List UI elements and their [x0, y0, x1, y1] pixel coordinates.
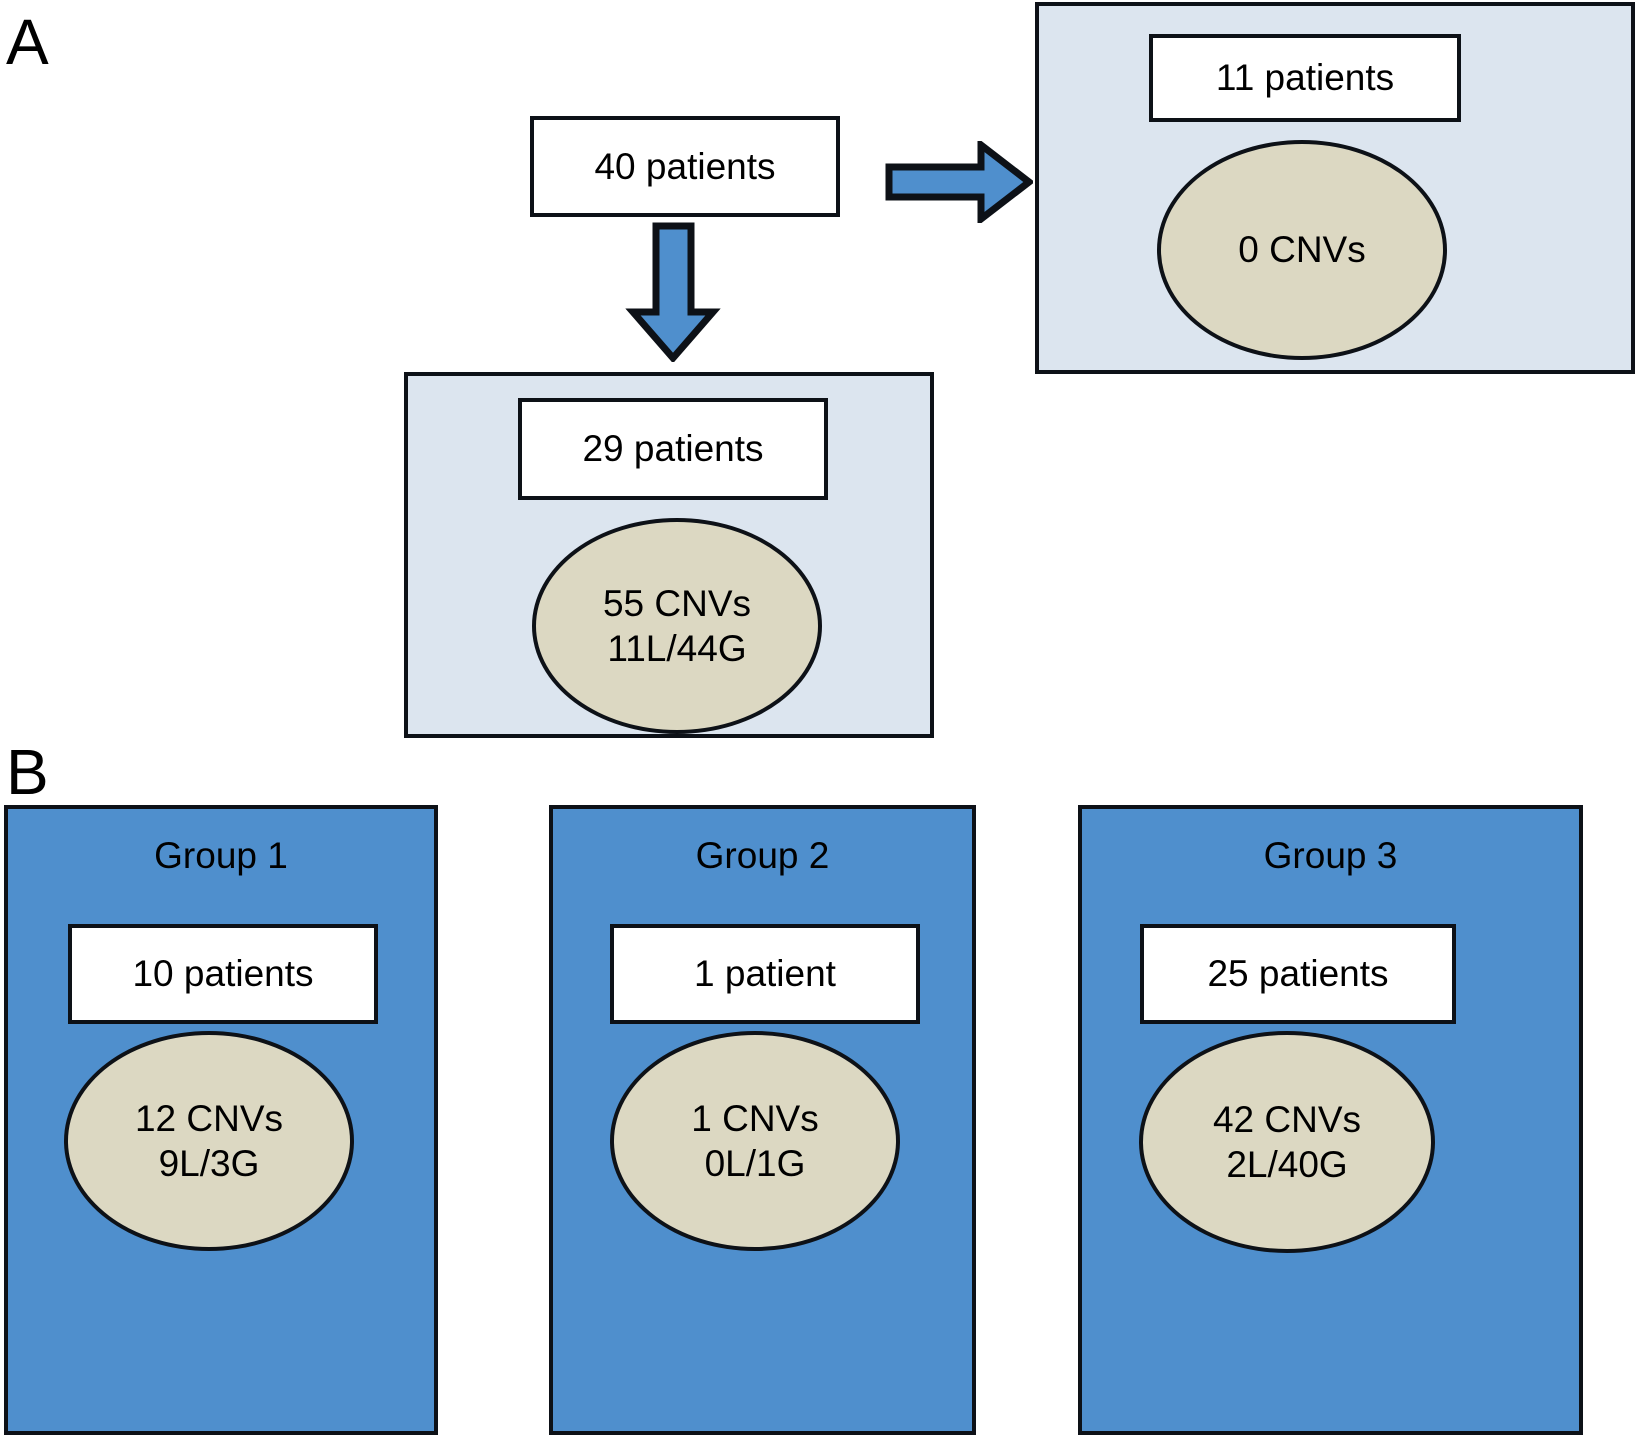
branch-cnv-ellipse-no-cnv: 0 CNVs	[1157, 140, 1447, 360]
source-patients-label: 40 patients	[594, 145, 776, 187]
branch-cnv-ellipse-cnv: 55 CNVs 11L/44G	[532, 518, 822, 734]
group-cnv-ellipse-2: 1 CNVs 0L/1G	[610, 1031, 900, 1251]
group-patients-label-1: 10 patients	[132, 953, 314, 994]
group-title-2: Group 2	[695, 835, 830, 876]
group-cnv-line-1-3: 42 CNVs	[1212, 1098, 1362, 1140]
group-cnv-ellipse-3: 42 CNVs 2L/40G	[1139, 1031, 1435, 1253]
branch-panel-no-cnv: 11 patients 0 CNVs	[1035, 2, 1635, 374]
group-patients-box-3: 25 patients	[1140, 924, 1456, 1024]
arrow-down-icon	[621, 222, 726, 362]
group-panel-1: Group 1 10 patients 12 CNVs 9L/3G	[4, 805, 438, 1435]
group-patients-label-3: 25 patients	[1207, 953, 1389, 994]
group-panel-2: Group 2 1 patient 1 CNVs 0L/1G	[549, 805, 976, 1435]
panel-letter-a: A	[6, 6, 49, 78]
group-title-1: Group 1	[154, 835, 288, 876]
group-cnv-ellipse-1: 12 CNVs 9L/3G	[64, 1031, 354, 1251]
branch-cnv-line-1-no-cnv: 0 CNVs	[1238, 229, 1366, 271]
arrow-right-icon	[885, 141, 1033, 223]
branch-panel-cnv: 29 patients 55 CNVs 11L/44G	[404, 372, 934, 738]
group-patients-box-2: 1 patient	[610, 924, 920, 1024]
branch-patients-box-cnv: 29 patients	[518, 398, 828, 500]
group-cnv-line-2-2: 0L/1G	[704, 1143, 806, 1184]
source-patients-box: 40 patients	[530, 116, 840, 217]
group-title-3: Group 3	[1263, 835, 1398, 876]
group-cnv-line-1-1: 12 CNVs	[134, 1097, 284, 1139]
branch-patients-label-no-cnv: 11 patients	[1215, 57, 1395, 98]
branch-cnv-line-2-cnv: 11L/44G	[607, 628, 747, 669]
group-cnv-line-2-1: 9L/3G	[158, 1143, 260, 1184]
branch-cnv-line-1-cnv: 55 CNVs	[602, 582, 752, 624]
group-patients-label-2: 1 patient	[694, 953, 836, 994]
branch-patients-label-cnv: 29 patients	[582, 428, 764, 469]
group-cnv-line-2-3: 2L/40G	[1226, 1144, 1348, 1185]
branch-patients-box-no-cnv: 11 patients	[1149, 34, 1461, 122]
group-cnv-line-1-2: 1 CNVs	[691, 1097, 819, 1139]
group-panel-3: Group 3 25 patients 42 CNVs 2L/40G	[1078, 805, 1583, 1435]
panel-letter-b: B	[6, 736, 49, 808]
group-patients-box-1: 10 patients	[68, 924, 378, 1024]
